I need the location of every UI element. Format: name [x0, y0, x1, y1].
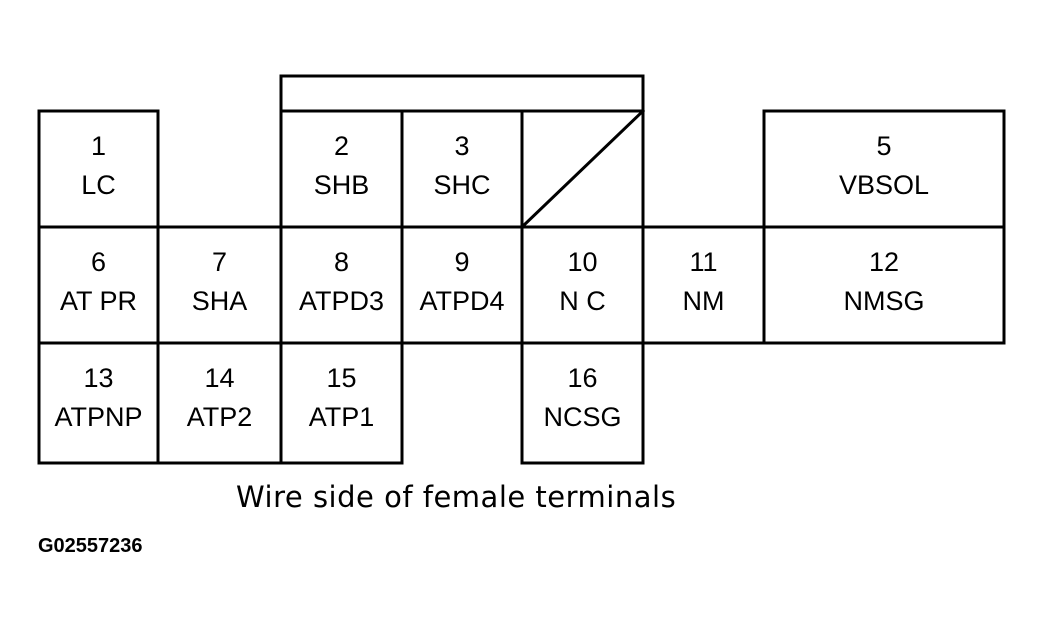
- empty-cavity-slash: [519, 108, 646, 230]
- terminal-cavity-12: [762, 225, 1006, 345]
- terminal-number: 2: [334, 131, 349, 161]
- terminal-cavity-2: [279, 109, 404, 229]
- terminal-cavity-1: [37, 109, 160, 229]
- terminal-signal-name: ATP1: [309, 402, 375, 432]
- terminal-cavity-7: [156, 225, 283, 345]
- terminal-number: 12: [869, 247, 899, 277]
- terminal-number: 11: [689, 247, 717, 277]
- terminal-signal-name: LC: [81, 170, 116, 200]
- terminal-signal-name: ATPD4: [419, 286, 504, 316]
- terminal-number: 13: [83, 363, 113, 393]
- terminal-number: 7: [212, 247, 227, 277]
- terminal-signal-name: SHA: [192, 286, 248, 316]
- terminal-cavity-6: [37, 225, 160, 345]
- terminal-cavity-11: [641, 225, 766, 345]
- terminal-number: 1: [91, 131, 106, 161]
- terminal-number: 14: [204, 363, 234, 393]
- terminal-signal-name: NMSG: [844, 286, 925, 316]
- terminal-signal-name: NCSG: [543, 402, 621, 432]
- terminal-cavity-5: [762, 109, 1006, 229]
- terminal-signal-name: ATPD3: [299, 286, 384, 316]
- terminal-cavity-10: [520, 225, 645, 345]
- terminal-signal-name: ATP2: [187, 402, 253, 432]
- connector-lock-tab: [279, 74, 645, 113]
- terminal-cavity-3: [400, 109, 524, 229]
- diagram-caption: Wire side of female terminals: [236, 480, 677, 514]
- terminal-signal-name: NM: [683, 286, 725, 316]
- terminal-cavity-15: [279, 341, 404, 465]
- terminal-number: 9: [454, 247, 469, 277]
- terminal-signal-name: AT PR: [60, 286, 137, 316]
- terminal-number: 6: [91, 247, 106, 277]
- figure-code: G02557236: [38, 535, 143, 557]
- terminal-number: 5: [876, 131, 891, 161]
- terminal-number: 8: [334, 247, 349, 277]
- terminal-number: 15: [326, 363, 356, 393]
- terminal-signal-name: VBSOL: [839, 170, 929, 200]
- terminal-number: 10: [567, 247, 597, 277]
- terminal-number: 16: [567, 363, 597, 393]
- terminal-signal-name: ATPNP: [54, 402, 142, 432]
- terminal-cavity-9: [400, 225, 524, 345]
- terminal-signal-name: SHC: [433, 170, 490, 200]
- terminal-cavity-16: [520, 341, 645, 465]
- terminal-number: 3: [454, 131, 469, 161]
- terminal-signal-name: SHB: [314, 170, 370, 200]
- terminal-cavity-8: [279, 225, 404, 345]
- terminal-signal-name: N C: [559, 286, 606, 316]
